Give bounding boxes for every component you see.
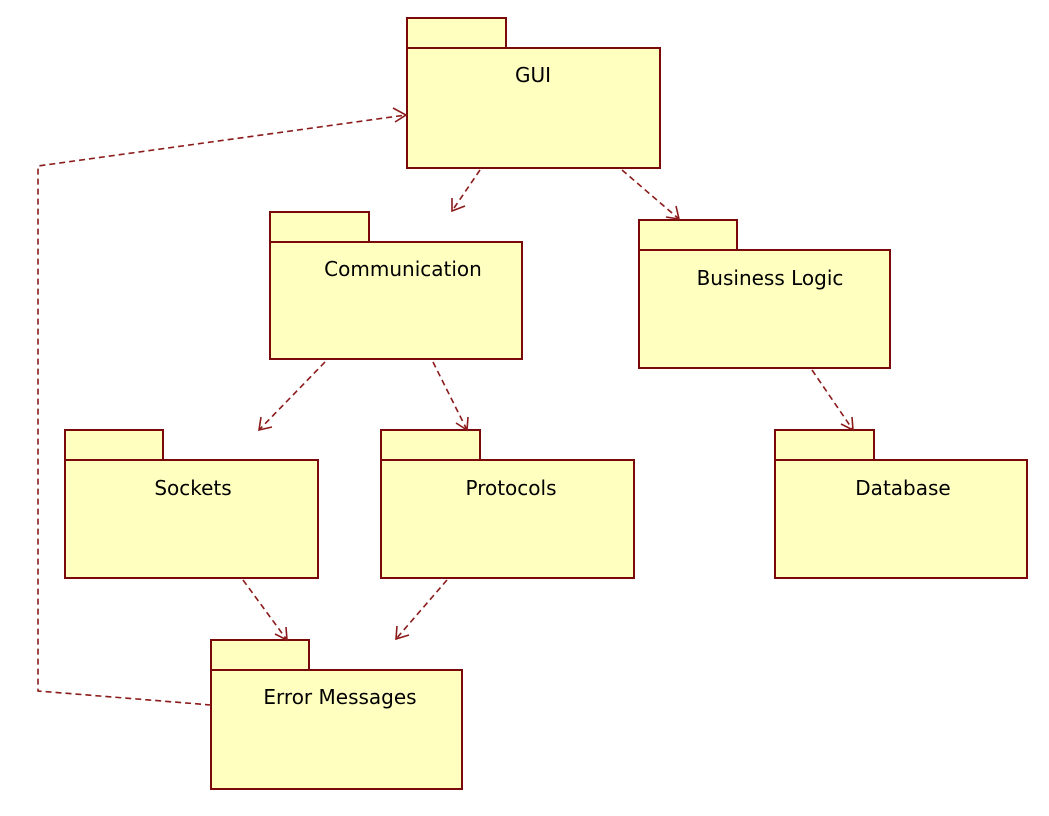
arrowhead-icon (665, 205, 681, 220)
package-sockets[interactable]: Sockets (64, 429, 319, 579)
package-label: Database (855, 476, 950, 500)
arrowhead-icon (258, 416, 273, 432)
package-body (638, 249, 891, 369)
dependency-communication-to-sockets[interactable] (258, 361, 326, 432)
dependency-gui-to-communication[interactable] (451, 169, 481, 213)
package-business-logic[interactable]: Business Logic (638, 219, 891, 369)
arrowhead-icon (451, 198, 466, 213)
package-label: Business Logic (697, 266, 844, 290)
package-body (406, 47, 661, 169)
package-body (380, 459, 635, 579)
package-tab (774, 429, 875, 462)
package-label: Protocols (465, 476, 556, 500)
package-label: Communication (324, 257, 482, 281)
dependency-error-messages-to-gui[interactable] (37, 107, 408, 706)
arrowhead-icon (395, 625, 410, 641)
arrowhead-icon (392, 107, 408, 123)
package-error-messages[interactable]: Error Messages (210, 639, 463, 790)
package-tab (210, 639, 310, 672)
package-tab (638, 219, 738, 252)
arrowhead-icon (455, 416, 469, 432)
package-tab (64, 429, 164, 462)
package-communication[interactable]: Communication (269, 211, 523, 360)
package-body (774, 459, 1028, 579)
dependency-sockets-to-error-messages[interactable] (242, 579, 288, 642)
dependency-protocols-to-error-messages[interactable] (395, 579, 448, 641)
package-body (269, 241, 523, 360)
package-label: GUI (515, 63, 551, 87)
package-tab (269, 211, 370, 244)
arrowhead-icon (274, 626, 288, 642)
dependency-gui-to-business-logic[interactable] (621, 169, 681, 220)
package-tab (406, 17, 507, 50)
package-tab (380, 429, 481, 462)
package-body (64, 459, 319, 579)
package-label: Error Messages (263, 685, 416, 709)
package-body (210, 669, 463, 790)
dependency-business-logic-to-database[interactable] (811, 369, 854, 432)
dependency-communication-to-protocols[interactable] (432, 361, 469, 432)
package-label: Sockets (154, 476, 231, 500)
package-gui[interactable]: GUI (406, 17, 661, 169)
package-database[interactable]: Database (774, 429, 1028, 579)
package-protocols[interactable]: Protocols (380, 429, 635, 579)
arrowhead-icon (840, 416, 854, 432)
